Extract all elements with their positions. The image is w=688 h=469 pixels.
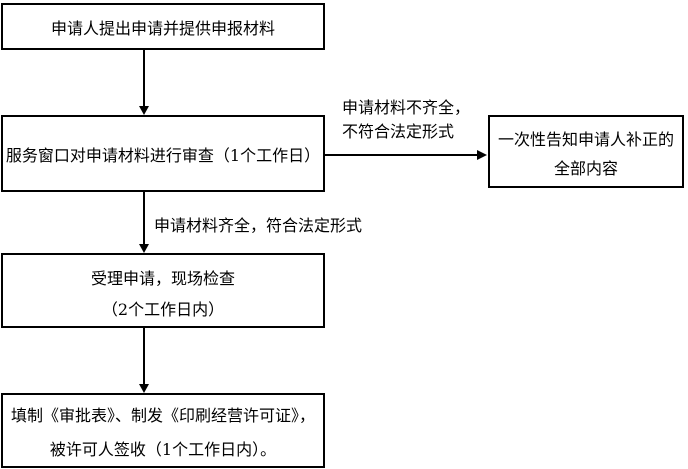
edge-label-complete: 申请材料齐全，符合法定形式 xyxy=(154,214,362,238)
flow-node-notify-line1: 一次性告知申请人补正的 xyxy=(497,129,674,149)
flow-node-review-text: 服务窗口对申请材料进行审查（1个工作日） xyxy=(5,145,321,165)
flow-node-issue: 填制《审批表》、制发《印刷经营许可证》， 被许可人签收（1个工作日内）。 xyxy=(1,393,325,468)
flow-node-review: 服务窗口对申请材料进行审查（1个工作日） xyxy=(1,115,325,192)
flow-node-accept: 受理申请，现场检查 （2个工作日内） xyxy=(1,253,325,328)
flow-node-notify-line2: 全部内容 xyxy=(553,158,618,178)
arrow-review-to-accept-line xyxy=(143,192,145,244)
edge-label-complete-text: 申请材料齐全，符合法定形式 xyxy=(154,216,363,235)
flow-node-issue-line1: 填制《审批表》、制发《印刷经营许可证》， xyxy=(10,405,315,425)
arrow-down-icon xyxy=(139,244,149,253)
flow-node-accept-line2: （2个工作日内） xyxy=(101,299,225,319)
flow-node-accept-line1: 受理申请，现场检查 xyxy=(90,268,235,288)
arrow-down-icon xyxy=(139,384,149,393)
arrow-accept-to-issue-line xyxy=(143,328,145,384)
flow-node-notify: 一次性告知申请人补正的 全部内容 xyxy=(488,115,684,188)
flow-node-apply: 申请人提出申请并提供申报材料 xyxy=(1,3,325,50)
arrow-right-icon xyxy=(477,150,487,160)
edge-label-incomplete-line1: 申请材料不齐全， xyxy=(342,98,471,117)
arrow-down-icon xyxy=(139,106,149,115)
edge-label-incomplete-line2: 不符合法定形式 xyxy=(342,122,455,141)
arrow-apply-to-review-line xyxy=(143,50,145,107)
flow-node-issue-line2: 被许可人签收（1个工作日内）。 xyxy=(49,439,277,459)
flow-node-apply-text: 申请人提出申请并提供申报材料 xyxy=(50,18,275,38)
arrow-review-to-notify-line xyxy=(325,154,477,156)
edge-label-incomplete: 申请材料不齐全， 不符合法定形式 xyxy=(342,96,470,144)
